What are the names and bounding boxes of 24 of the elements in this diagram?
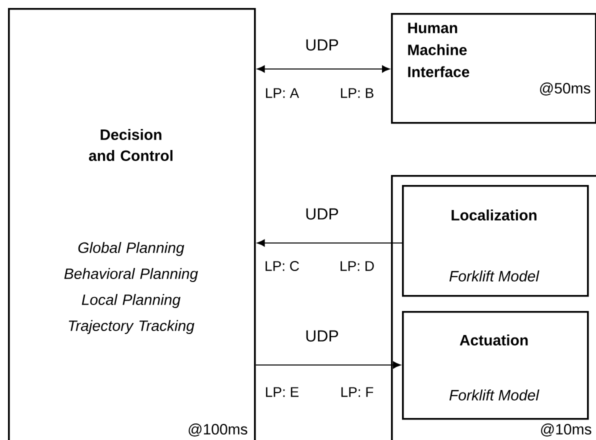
- model-list: Forklift Model: [449, 270, 540, 282]
- edge-label: UDP: [304, 207, 340, 221]
- module-title: Actuation: [460, 334, 528, 346]
- rate-label: @10ms: [541, 424, 592, 436]
- module-title: Decision and Control: [88, 129, 172, 161]
- edge-label: UDP: [304, 329, 340, 343]
- module-box: [8, 8, 256, 440]
- edge-label: UDP: [304, 38, 340, 52]
- module-box: [402, 185, 589, 297]
- rate-label: @50ms: [540, 82, 590, 96]
- model-list: Global Planning Behavioral Planning Local Planning Trajectory Tracking: [64, 242, 198, 334]
- module-box: [402, 311, 589, 420]
- module-title: Human Machine Interface: [408, 22, 470, 78]
- group-box: [391, 175, 596, 440]
- model-list: Forklift Model: [449, 390, 540, 401]
- rate-label: @100ms: [188, 424, 248, 436]
- port-label: LP: F: [341, 387, 374, 397]
- module-box: [391, 13, 596, 124]
- arrow: [257, 239, 402, 247]
- port-label: LP: B: [341, 88, 374, 98]
- arrow: [255, 361, 401, 369]
- arrow: [257, 65, 390, 73]
- module-title: Localization: [452, 210, 536, 220]
- port-label: LP: D: [340, 261, 374, 271]
